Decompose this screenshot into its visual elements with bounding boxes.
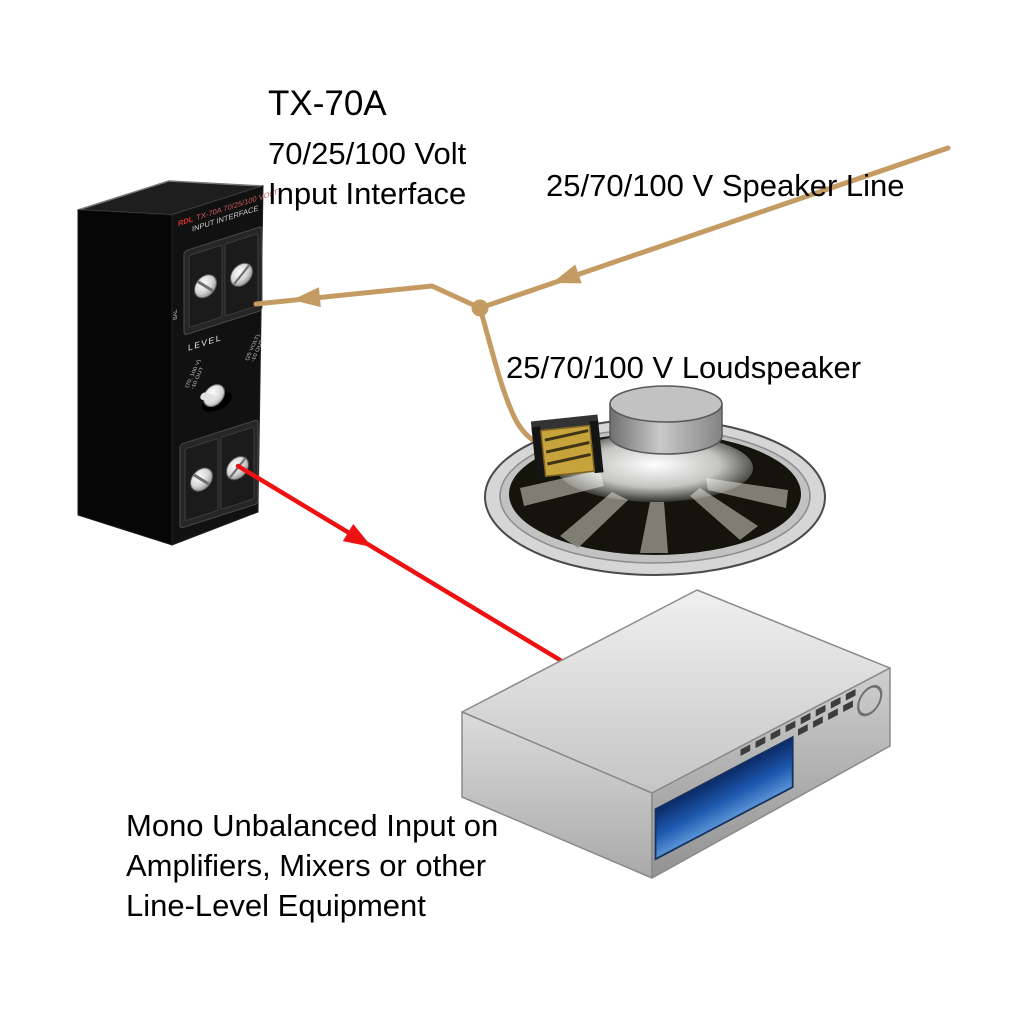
input-wire [235,463,563,663]
speaker-transformer [530,414,604,480]
loudspeaker-label: 25/70/100 V Loudspeaker [506,350,862,385]
device-subtitle-line2: Input Interface [268,176,467,211]
arrowhead-icon [342,523,372,547]
amp-caption: Mono Unbalanced Input on Amplifiers, Mix… [126,806,498,926]
input-wire-segment [235,463,563,663]
amp-display [654,735,794,861]
terminal-block-top [183,226,263,335]
module-side-face [77,209,173,546]
amp-front-panel [654,684,883,861]
amp-knob [857,684,883,717]
junction-dot [471,299,489,317]
bal-label: BAL [173,308,179,320]
level-knob [200,384,232,412]
loudspeaker-illustration [484,385,826,576]
speaker-magnet [609,385,723,455]
speaker-line-label: 25/70/100 V Speaker Line [546,168,905,203]
amp-caption-line3: Line-Level Equipment [126,888,426,923]
arrowhead-icon [552,264,582,284]
amp-caption-line2: Amplifiers, Mixers or other [126,848,487,883]
speaker-glow [557,434,753,502]
device-title-label: TX-70A [268,84,387,123]
amplifier-illustration [461,589,891,879]
module-branch-segment [253,283,483,311]
amp-buttons [740,689,856,756]
device-subtitle-line1: 70/25/100 Volt [268,136,467,171]
arrowhead-icon [292,287,321,308]
amp-caption-line1: Mono Unbalanced Input on [126,808,499,843]
